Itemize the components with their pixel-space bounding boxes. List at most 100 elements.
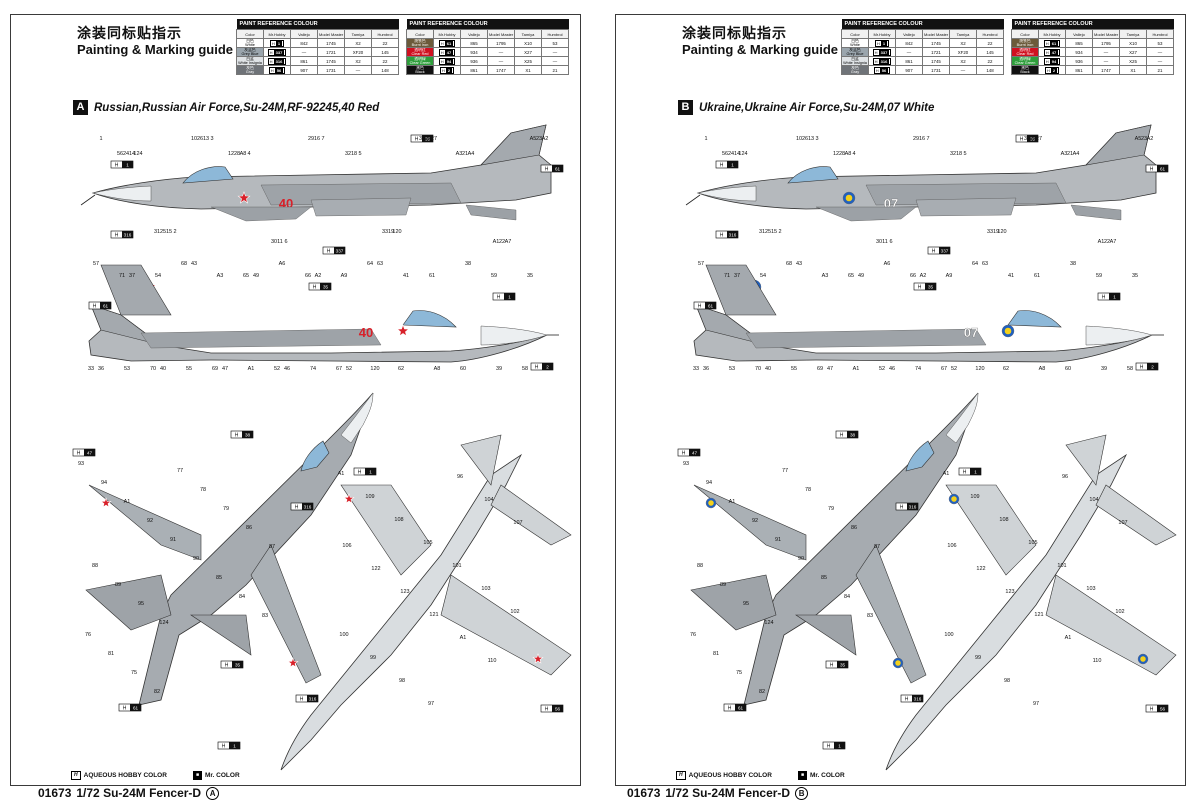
product-code: 01673 (627, 786, 661, 800)
color-ref-h: H (720, 162, 724, 168)
nose-radome (945, 392, 979, 444)
callout-label: 110 (1093, 658, 1102, 664)
callout-label: 16 (314, 136, 320, 142)
color-ref-fill (1157, 165, 1168, 172)
color-ref-code: 38 (850, 432, 856, 437)
callout-label: 10 (191, 136, 197, 142)
color-ref-fill (912, 695, 923, 702)
callout-label: 106 (342, 543, 351, 549)
callout-label: 120 (975, 366, 984, 372)
tail-number: 07 (964, 325, 978, 340)
callout-label: 64 (972, 261, 978, 267)
callout-label: 28 (234, 151, 240, 157)
callout-label: A6 (279, 261, 286, 267)
callout-label: 58 (522, 366, 528, 372)
color-ref-code: 47 (692, 450, 698, 455)
callout-label: 40 (765, 366, 771, 372)
callout-label: 13 (808, 136, 814, 142)
callout-label: 91 (170, 537, 176, 543)
left-wing (945, 484, 1037, 576)
pitot-tube (685, 194, 701, 206)
color-ref-fill (320, 283, 331, 290)
landing-gear-bay (815, 206, 917, 222)
color-ref-fill (689, 449, 700, 456)
instruction-page-b: 涂装同标贴指示 Painting & Marking guide PAINT R… (615, 14, 1186, 786)
callout-label: 81 (108, 651, 114, 657)
paint-humbrol: 21 (541, 65, 569, 75)
page-title: Painting & Marking guide (682, 42, 839, 57)
color-ref-code: 35 (235, 662, 241, 667)
callout-label: 62 (398, 366, 404, 372)
scheme-letter-circle: A (206, 786, 220, 800)
color-ref-fill (552, 705, 563, 712)
callout-label: 46 (284, 366, 290, 372)
color-ref-h: H (358, 469, 362, 475)
callout-label: 101 (1057, 563, 1066, 569)
callout-label: 25 (765, 229, 771, 235)
callout-label: 30 (271, 239, 277, 245)
callout-label: A1 (1098, 239, 1105, 245)
callout-label: 107 (513, 520, 522, 526)
left-stabilizer (85, 574, 172, 631)
color-ref-code: 61 (555, 166, 561, 171)
color-ref-fill (735, 704, 746, 711)
callout-label: 56 (117, 151, 123, 157)
callout-label: 77 (782, 468, 788, 474)
paint-humbrol: 21 (1146, 65, 1174, 75)
callout-label: A5 (530, 136, 537, 142)
color-ref-fill (925, 283, 936, 290)
callout-label: 124 (133, 151, 142, 157)
callout-label: A1 (729, 499, 736, 505)
callout-label: 41 (1008, 273, 1014, 279)
left-wing (340, 484, 432, 576)
page-title-chinese: 涂装同标贴指示 (77, 26, 182, 42)
color-ref-h: H (918, 284, 922, 290)
scheme-header: B Ukraine,Ukraine Air Force,Su-24M,07 Wh… (678, 100, 934, 115)
color-ref-fill (970, 468, 981, 475)
callout-label: 90 (798, 556, 804, 562)
callout-label: A3 (456, 151, 463, 157)
color-ref-fill (422, 135, 433, 142)
aqueous-icon: H (676, 771, 686, 780)
callout-label: 89 (720, 582, 726, 588)
color-ref-fill (365, 468, 376, 475)
color-ref-h: H (720, 232, 724, 238)
callout-label: A6 (884, 261, 891, 267)
color-ref-fill (334, 247, 345, 254)
callout-label: 83 (262, 613, 268, 619)
paint-humbrol: 148 (976, 65, 1004, 75)
callout-label: 22 (1104, 239, 1110, 245)
callout-label: 38 (1070, 261, 1076, 267)
color-ref-h: H (77, 450, 81, 456)
callout-label: A7 (1110, 239, 1117, 245)
callout-label: 20 (1030, 136, 1036, 142)
callout-label: 123 (400, 589, 409, 595)
nose-radome (340, 392, 374, 444)
color-ref-fill (1147, 363, 1158, 370)
callout-label: 38 (465, 261, 471, 267)
paint-table-title: PAINT REFERENCE COLOUR (406, 19, 569, 30)
callout-label: 103 (1086, 586, 1095, 592)
pitot-tube (80, 194, 96, 206)
red-star-insignia (532, 653, 544, 664)
roundel-center (1004, 327, 1012, 335)
callout-label: 67 (941, 366, 947, 372)
callout-label: 105 (423, 540, 432, 546)
callout-label: 97 (428, 701, 434, 707)
color-ref-h: H (235, 432, 239, 438)
callout-label: 32 (345, 151, 351, 157)
callout-label: 23 (1141, 136, 1147, 142)
callout-label: 52 (951, 366, 957, 372)
callout-label: 120 (392, 229, 401, 235)
roundel-center (895, 660, 901, 666)
callout-label: 109 (365, 494, 374, 500)
callout-label: A1 (248, 366, 255, 372)
color-ref-h: H (545, 706, 549, 712)
color-ref-fill (1109, 293, 1120, 300)
legend-mr: ■Mr. COLOR (797, 771, 845, 780)
